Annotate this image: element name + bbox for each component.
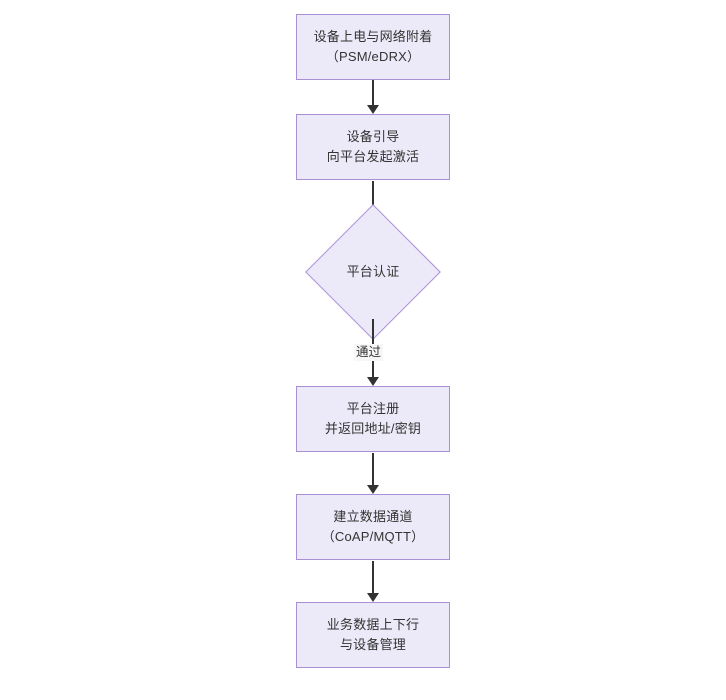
flow-edge-power-to-bootstrap	[372, 80, 374, 106]
flow-node-label: 建立数据通道 （CoAP/MQTT）	[321, 509, 425, 544]
arrow-head-icon	[367, 485, 379, 494]
flow-edge-channel-to-business	[372, 561, 374, 594]
flow-node-label: 设备引导 向平台发起激活	[326, 129, 420, 164]
flow-node-label: 平台注册 并返回地址/密钥	[324, 401, 422, 436]
flow-node-label: 设备上电与网络附着 （PSM/eDRX）	[313, 29, 433, 64]
arrow-head-icon	[367, 105, 379, 114]
flow-edge-bootstrap-to-auth	[372, 181, 374, 216]
flow-node-platform-auth[interactable]: 平台认证	[305, 204, 441, 340]
flow-edge-label-pass: 通过	[354, 344, 384, 361]
arrow-head-icon	[367, 593, 379, 602]
arrow-head-icon	[367, 377, 379, 386]
flow-edge-register-to-channel	[372, 453, 374, 486]
flow-node-business-data[interactable]: 业务数据上下行 与设备管理	[296, 602, 450, 668]
flow-node-data-channel[interactable]: 建立数据通道 （CoAP/MQTT）	[296, 494, 450, 560]
flow-node-label: 业务数据上下行 与设备管理	[326, 617, 420, 652]
flow-node-platform-register[interactable]: 平台注册 并返回地址/密钥	[296, 386, 450, 452]
flow-node-power-on[interactable]: 设备上电与网络附着 （PSM/eDRX）	[296, 14, 450, 80]
flow-node-bootstrap[interactable]: 设备引导 向平台发起激活	[296, 114, 450, 180]
flow-node-label: 平台认证	[346, 264, 400, 279]
